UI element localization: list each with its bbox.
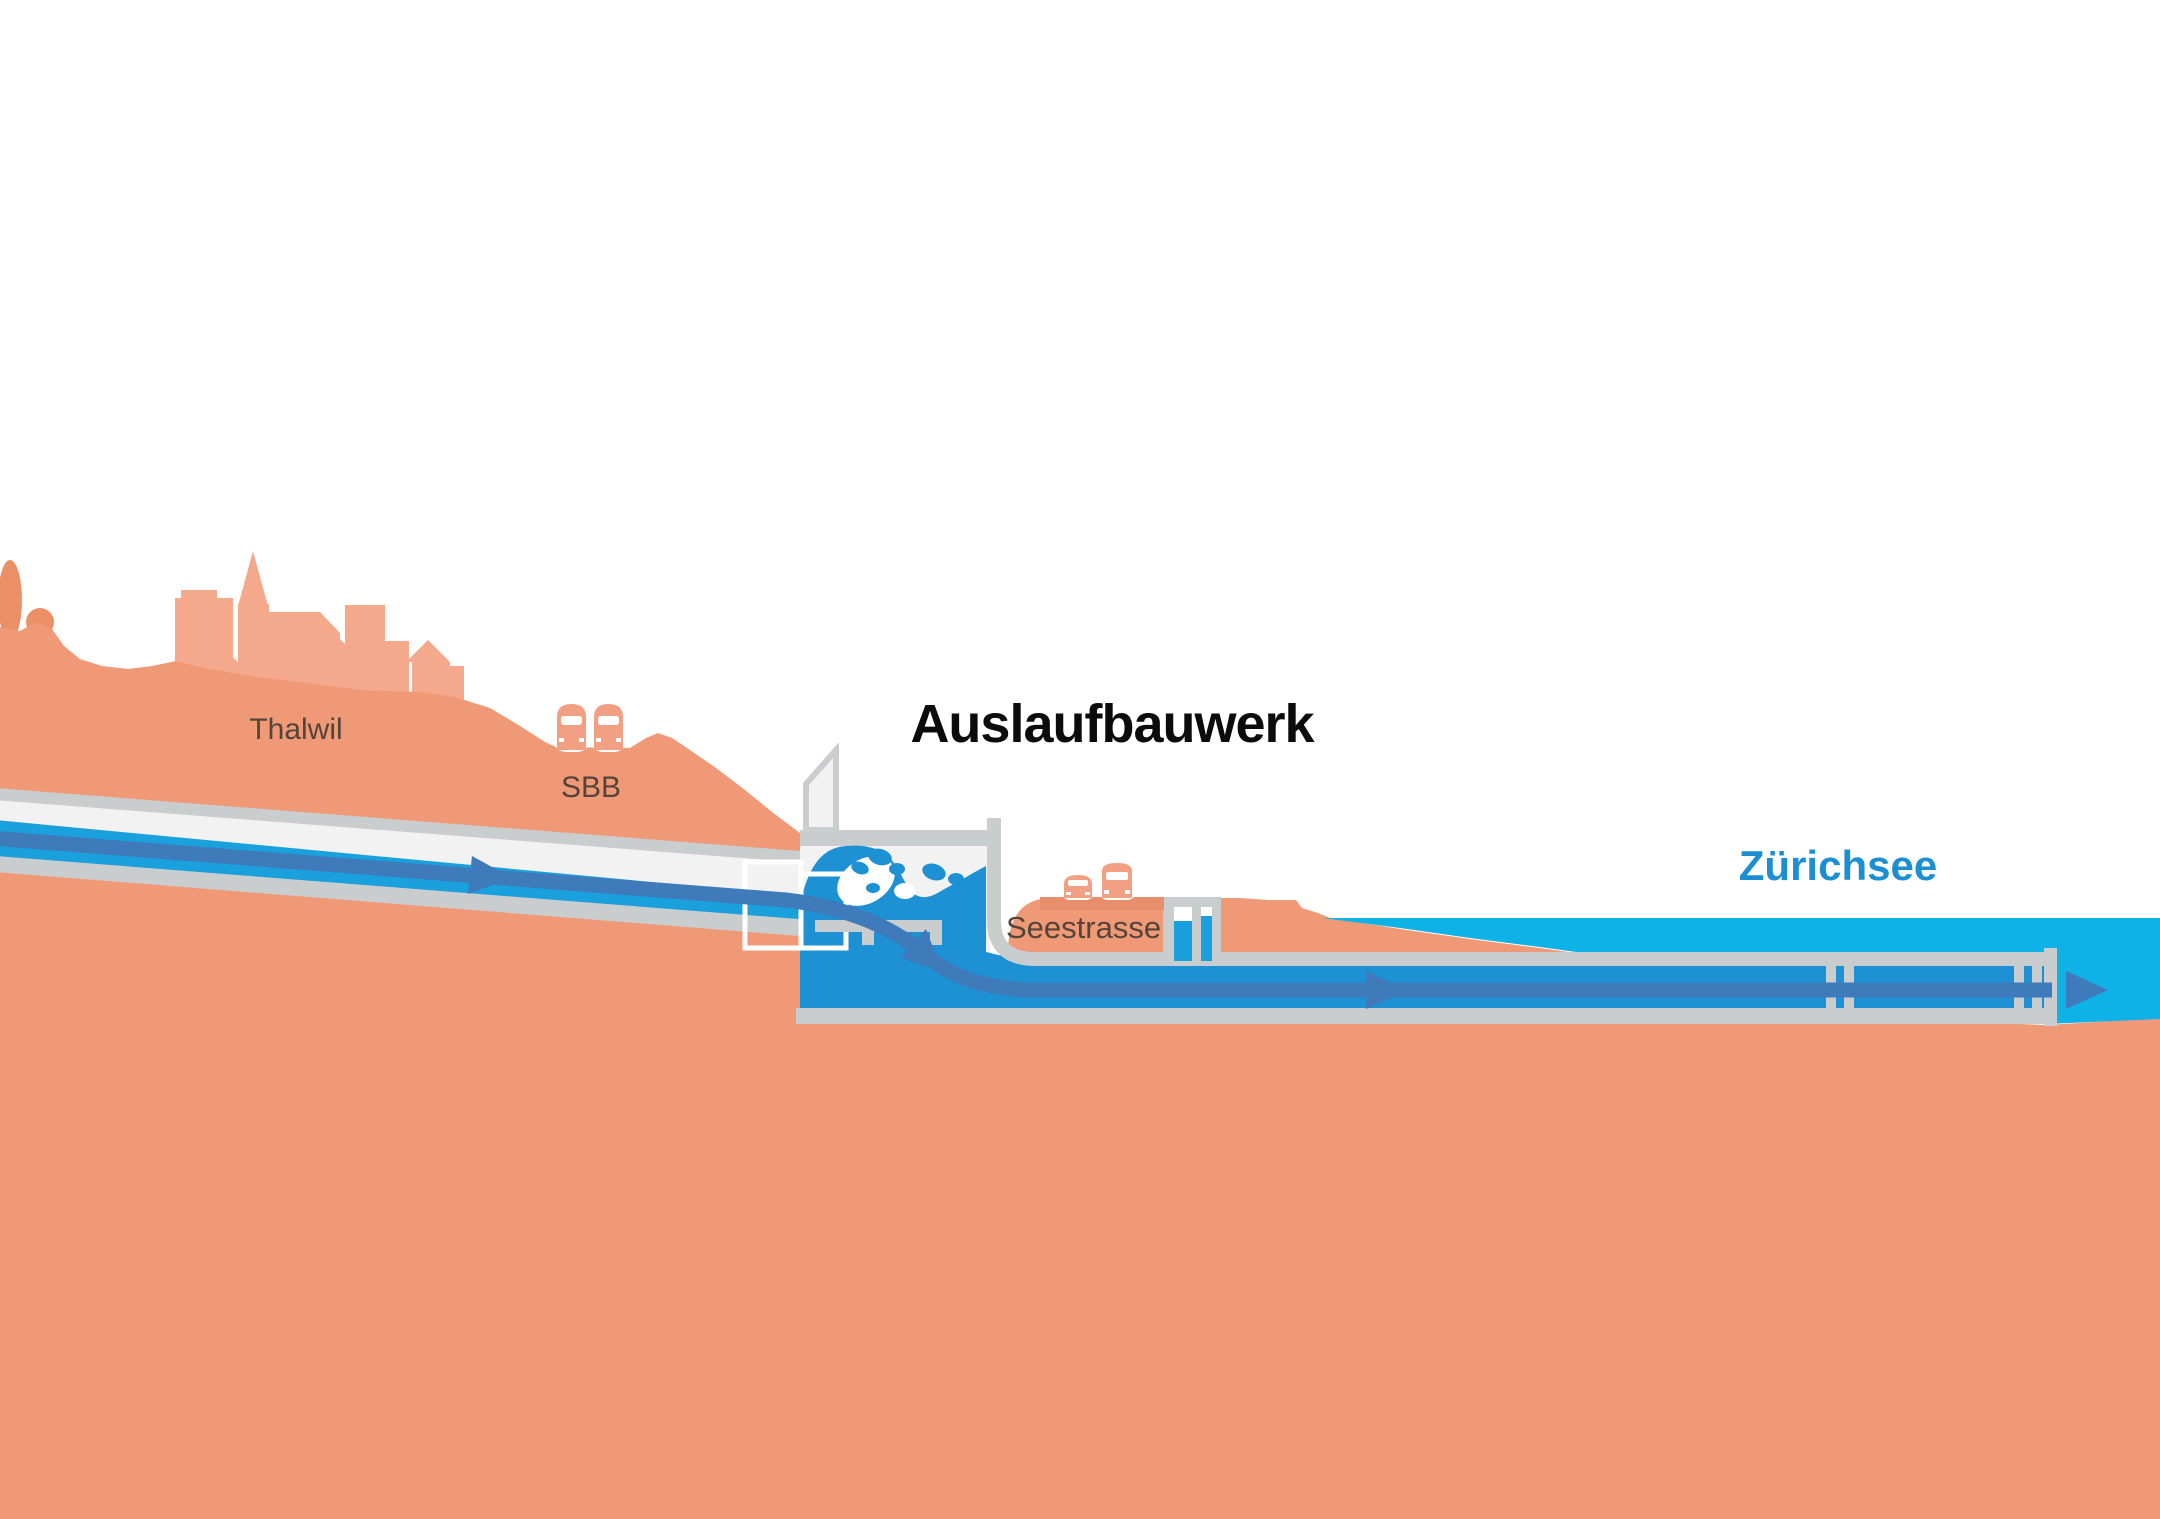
flow-arrow-chamber [900,929,942,971]
terrain-cross-section [0,622,2160,1519]
flow-arrow-tunnel [468,856,512,894]
flow-direction [0,831,2108,1009]
shaft-water-left [1174,921,1192,961]
splash-droplets [836,848,964,893]
church-spire-icon [238,551,268,606]
train-icon-right [590,700,627,752]
road-label: Seestrasse [1006,910,1161,945]
flow-arrow-pipe [1366,971,1408,1009]
cypress-tree-icon [0,560,22,640]
van-icon [1099,860,1136,900]
pipe-casing-bottom [796,1008,2046,1024]
inflow-tunnel [0,788,862,941]
stilling-baffle [815,920,942,945]
house-roof-right [406,640,450,700]
railway-label: SBB [561,771,621,804]
wave-curl-hollow [837,856,895,906]
splash-gap [894,883,916,899]
town-label: Thalwil [249,713,342,746]
lake-label: Zürichsee [1739,842,1937,889]
structure-title: Auslaufbauwerk [910,694,1315,754]
train-icon-left [553,700,590,752]
pipe-casing-top-and-chamber-wall [987,818,2046,966]
tunnel-casing-bottom [0,856,862,941]
car-icon [1061,872,1095,900]
tunnel-casing-top [0,788,800,863]
outflow-structure [742,742,1045,1010]
building-step [448,666,464,700]
building-low [385,641,409,695]
vent-chimney [803,742,839,833]
building-tall-right [345,605,385,695]
shaft-water-right [1201,916,1212,961]
road-surface [1040,897,1164,910]
flow-arrow-outlet [2066,971,2108,1009]
tunnel-air-gap [0,800,806,898]
chamber-ceiling-slab [800,830,1000,846]
house-roof-mid [304,630,356,695]
surge-shaft [1163,897,1221,961]
